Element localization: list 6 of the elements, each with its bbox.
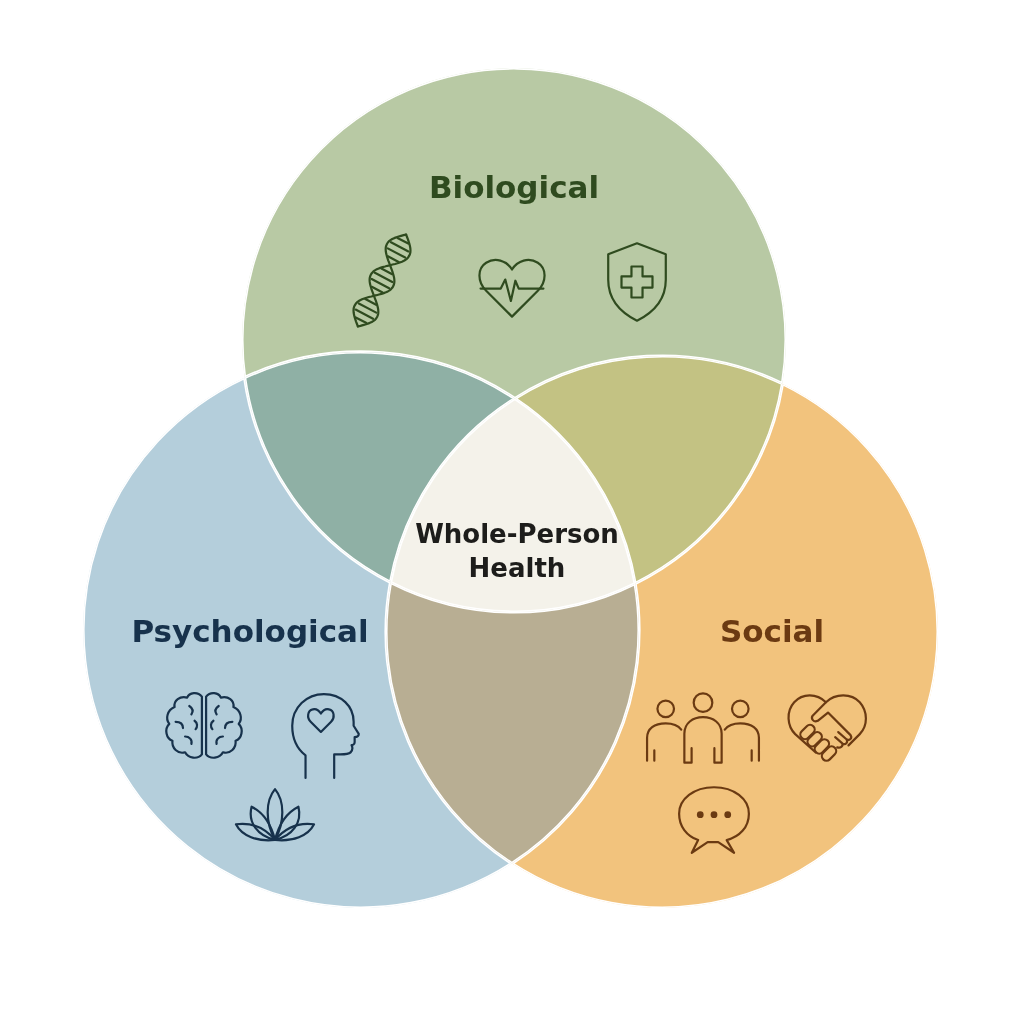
- category-label: Biological: [428, 170, 600, 206]
- center-label: Whole-Person Health: [414, 517, 620, 585]
- category-label: Psychological: [131, 614, 369, 650]
- overlap-region: [386, 582, 639, 864]
- intersection-region: [390, 398, 636, 612]
- category-label: Social: [719, 614, 825, 650]
